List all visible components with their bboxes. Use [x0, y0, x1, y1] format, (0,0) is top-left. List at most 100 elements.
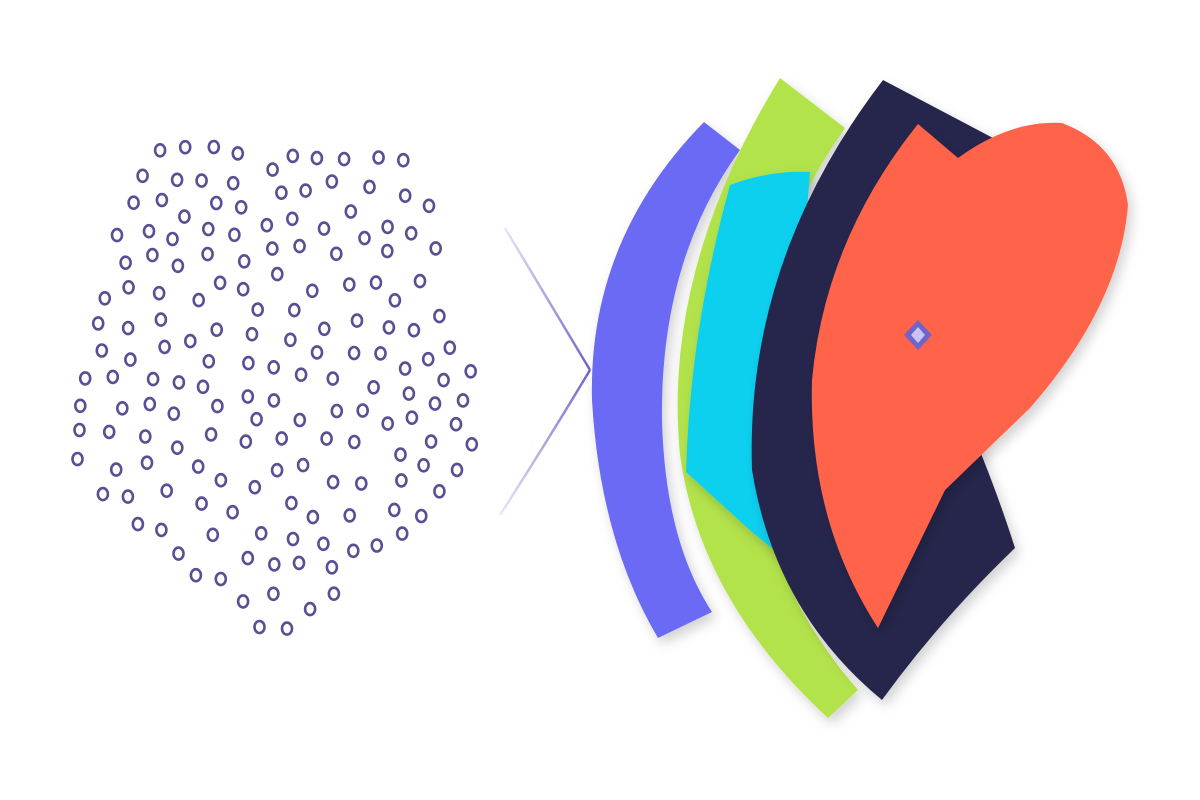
- ring-dot: [124, 352, 137, 367]
- ring-dot: [158, 339, 171, 355]
- ring-dot: [146, 247, 159, 263]
- ring-dot: [317, 536, 330, 552]
- ring-dot: [284, 332, 297, 348]
- ring-dot: [317, 321, 331, 337]
- ring-dot: [358, 230, 371, 246]
- ring-dot: [154, 312, 168, 327]
- ring-dot: [456, 393, 470, 408]
- ring-dot: [195, 173, 208, 188]
- ring-dot: [306, 509, 320, 525]
- ring-dot: [195, 496, 208, 511]
- ring-dot: [214, 571, 228, 587]
- ring-dot: [310, 345, 324, 360]
- ring-dot: [299, 183, 312, 198]
- ring-dot: [421, 351, 435, 367]
- ring-dot: [178, 139, 192, 155]
- ring-dot: [267, 586, 280, 602]
- ring-dot: [248, 479, 262, 495]
- funnel-line-top: [503, 227, 592, 371]
- ring-dot: [402, 386, 416, 401]
- ring-dot: [320, 431, 333, 446]
- ring-dot: [394, 447, 407, 462]
- ring-dot: [387, 502, 401, 518]
- ring-dot: [293, 238, 306, 254]
- layered-blades: [591, 78, 1128, 718]
- ring-dot: [121, 320, 135, 336]
- ring-dot: [201, 246, 214, 262]
- ring-dot: [285, 495, 298, 511]
- ring-dot: [172, 546, 185, 561]
- ring-dot: [267, 393, 281, 408]
- ring-dot: [254, 525, 268, 541]
- ring-dot: [325, 559, 339, 575]
- scattered-ring-dots: [71, 139, 479, 636]
- ring-dot: [226, 175, 240, 191]
- ring-dot: [405, 410, 419, 426]
- ring-dot: [155, 522, 168, 538]
- ring-dot: [110, 227, 124, 243]
- ring-dot: [437, 372, 450, 388]
- heart-blade: [811, 122, 1128, 628]
- ring-dot: [369, 275, 383, 290]
- ring-dot: [228, 227, 241, 243]
- ring-dot: [152, 285, 166, 301]
- ring-dot: [267, 557, 281, 572]
- ring-dot: [267, 359, 281, 375]
- ring-dot: [189, 567, 203, 583]
- ring-dot: [96, 486, 110, 502]
- ring-dot: [449, 416, 463, 432]
- ring-dot: [231, 146, 245, 161]
- ring-dot: [450, 462, 464, 478]
- ring-dot: [204, 427, 218, 442]
- ring-dot: [354, 476, 368, 491]
- ring-dot: [242, 355, 255, 371]
- ring-dot: [270, 462, 284, 478]
- ring-dot: [330, 403, 344, 419]
- ring-dot: [127, 195, 140, 210]
- ring-dot: [109, 462, 123, 477]
- ring-dot: [131, 516, 145, 532]
- ring-dot: [286, 148, 300, 164]
- ring-dot: [170, 172, 184, 188]
- funnel-chevron: [498, 227, 592, 516]
- ring-dot: [433, 308, 446, 324]
- ring-dot: [398, 188, 412, 203]
- ring-dot: [417, 457, 430, 473]
- ring-dot: [303, 601, 317, 617]
- ring-dot: [346, 543, 360, 559]
- ring-dot: [317, 221, 331, 236]
- ring-dot: [121, 489, 135, 504]
- ring-dot: [347, 345, 361, 361]
- ring-dot: [178, 209, 191, 224]
- ring-dot: [296, 457, 310, 473]
- ring-dot: [356, 403, 370, 418]
- ring-dot: [236, 594, 250, 609]
- ring-dot: [91, 316, 105, 331]
- ring-dot: [443, 340, 457, 356]
- ring-dot: [286, 531, 300, 547]
- ring-dot: [171, 258, 185, 274]
- ring-dot: [172, 375, 186, 390]
- ring-dot: [280, 621, 294, 636]
- ring-dot: [211, 398, 224, 414]
- ring-dot: [382, 320, 396, 335]
- ring-dot: [206, 527, 220, 543]
- ring-dot: [241, 550, 255, 566]
- ring-dot: [374, 346, 387, 361]
- ring-dot: [407, 322, 421, 338]
- ring-dot: [122, 279, 135, 295]
- ring-dot: [285, 211, 299, 227]
- ring-dot: [136, 168, 149, 184]
- ring-dot: [270, 266, 284, 282]
- ring-dot: [210, 195, 223, 211]
- ring-dot: [342, 277, 356, 292]
- ring-dot: [260, 217, 274, 233]
- ring-dot: [292, 555, 306, 571]
- ring-dot: [327, 586, 341, 602]
- ring-dot: [433, 483, 446, 499]
- ring-dot: [146, 371, 160, 387]
- ring-dot: [102, 424, 116, 440]
- ring-dot: [171, 440, 184, 456]
- ring-dot: [422, 198, 436, 214]
